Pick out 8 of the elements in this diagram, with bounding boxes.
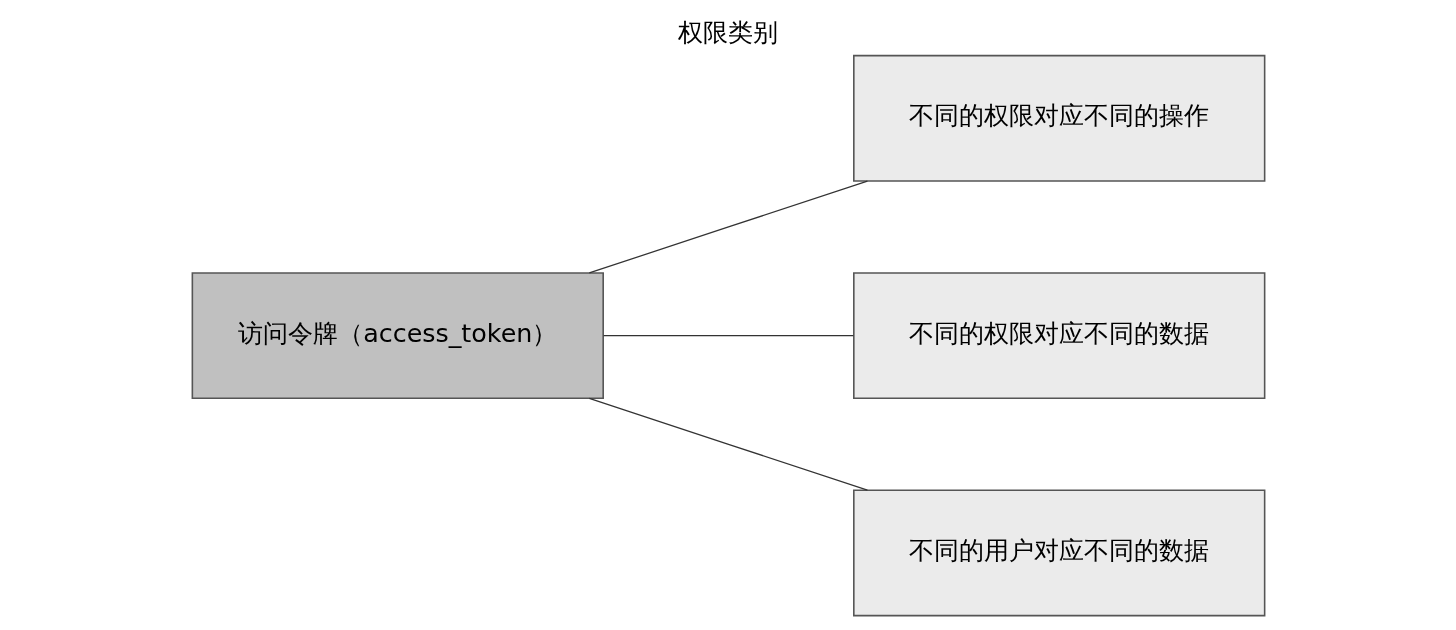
connector [602,335,854,337]
node-box: 不同的权限对应不同的操作 [852,54,1265,182]
connector [588,180,868,274]
node-box: 不同的权限对应不同的数据 [852,272,1265,400]
node-box: 访问令牌（access_token） [191,272,604,400]
connector [588,397,868,491]
node-box: 不同的用户对应不同的数据 [852,489,1265,617]
diagram-title: 权限类别 [678,17,778,48]
